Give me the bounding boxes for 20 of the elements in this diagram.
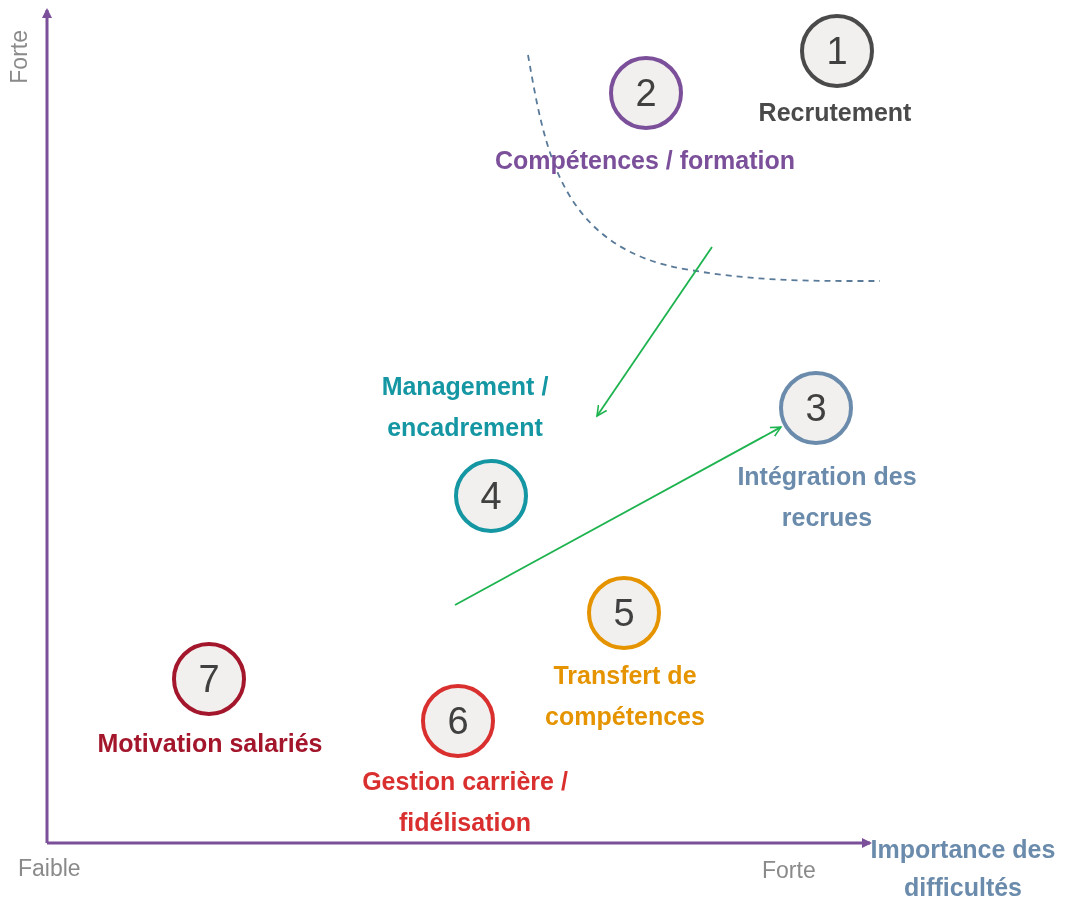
category-label: Gestion carrière / fidélisation [361, 766, 569, 838]
category-label: Transfert de compétences [544, 660, 706, 732]
number-circle: 5 [587, 576, 661, 650]
axis-end-label: Faible [18, 855, 81, 882]
arrow [454, 426, 782, 606]
category-label: Management / encadrement [380, 371, 550, 443]
arrow [596, 246, 713, 417]
number-circle: 4 [454, 459, 528, 533]
axis-end-label: Forte [6, 30, 33, 84]
axis-title: Importance des difficultés [869, 834, 1057, 901]
category-label: Motivation salariés [96, 728, 324, 759]
category-label: Recrutement [757, 97, 913, 128]
axis-end-label: Forte [762, 857, 816, 884]
number-circle: 3 [779, 371, 853, 445]
category-label: Intégration des recrues [736, 461, 918, 533]
number-circle: 7 [172, 642, 246, 716]
number-circle: 2 [609, 56, 683, 130]
number-circle: 1 [800, 14, 874, 88]
category-label: Compétences / formation [493, 145, 797, 176]
number-circle: 6 [421, 684, 495, 758]
